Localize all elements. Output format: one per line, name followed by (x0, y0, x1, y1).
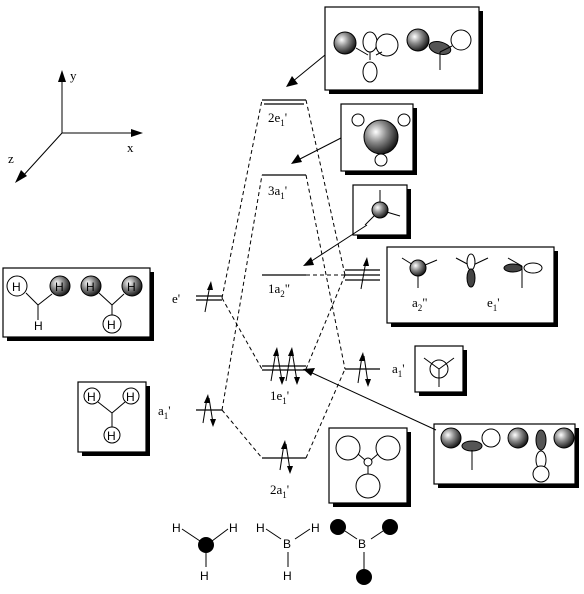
box-boron-p-orbitals: a2" e1' (386, 246, 558, 327)
label-1e1: 1e1' (270, 388, 289, 406)
arrow-3a1 (297, 137, 342, 161)
coordinate-axes: y x z (8, 68, 143, 183)
label-1a2: 1a2" (268, 281, 290, 299)
z-axis-label: z (8, 151, 14, 166)
h-atom: H (283, 569, 292, 583)
box-h3-e-orbitals: H H H H H H (2, 267, 154, 341)
box-1e1-orbitals (433, 423, 579, 488)
h-atom: H (86, 280, 95, 294)
x-axis-label: x (127, 140, 134, 155)
label-2e1: 2e1' (268, 110, 287, 128)
h-atom: H (126, 390, 135, 404)
label-2a1: 2a1' (270, 482, 289, 500)
box-boron-s-orbital (414, 345, 467, 396)
h-atom: H (172, 521, 181, 535)
h-atom: H (12, 280, 21, 294)
box-2e1-orbitals (324, 6, 483, 94)
molecule-bh3: H H B H (256, 521, 320, 583)
arrow-1a2 (309, 224, 368, 263)
arrow-2e1 (291, 54, 326, 83)
h-atom: H (229, 521, 238, 535)
label-h3-a1: a1' (158, 403, 171, 421)
arrow-2e1-head (286, 76, 298, 87)
box-1a2-orbital (352, 184, 411, 239)
electron-arrows (202, 257, 371, 474)
h-atom: H (34, 319, 43, 333)
y-axis-label: y (70, 68, 77, 83)
box-h3-a1-orbital: H H H (77, 381, 150, 456)
z-axis-arrowhead (15, 170, 27, 183)
arrow-1e1 (309, 371, 437, 431)
box-2a1-orbital (328, 427, 411, 507)
molecule-boron-fragment: B (330, 519, 398, 585)
label-h3-e: e' (172, 291, 180, 306)
label-e1p: e1' (487, 295, 500, 313)
h-atom: H (107, 429, 116, 443)
h-atom: H (200, 569, 209, 583)
h-atom: H (87, 390, 96, 404)
h-atom: H (107, 318, 116, 332)
h-atom: H (311, 521, 320, 535)
correlation-lines (221, 99, 346, 459)
h-atom: H (256, 521, 265, 535)
level-labels: 2e1' 3a1' 1a2" 1e1' 2a1' e' a1' a1' (158, 110, 405, 500)
x-axis-arrowhead (131, 129, 143, 137)
molecule-h3-fragment: H H H (172, 521, 238, 583)
h-atom: H (55, 280, 64, 294)
mo-levels (196, 99, 380, 459)
label-a2pp: a2" (412, 295, 428, 313)
label-3a1: 3a1' (268, 183, 287, 201)
y-axis-arrowhead (58, 70, 66, 82)
label-b-a1: a1' (392, 361, 405, 379)
box-3a1-orbital (340, 103, 417, 175)
b-atom: B (283, 537, 291, 551)
b-atom: B (358, 537, 366, 551)
h-atom: H (127, 280, 136, 294)
